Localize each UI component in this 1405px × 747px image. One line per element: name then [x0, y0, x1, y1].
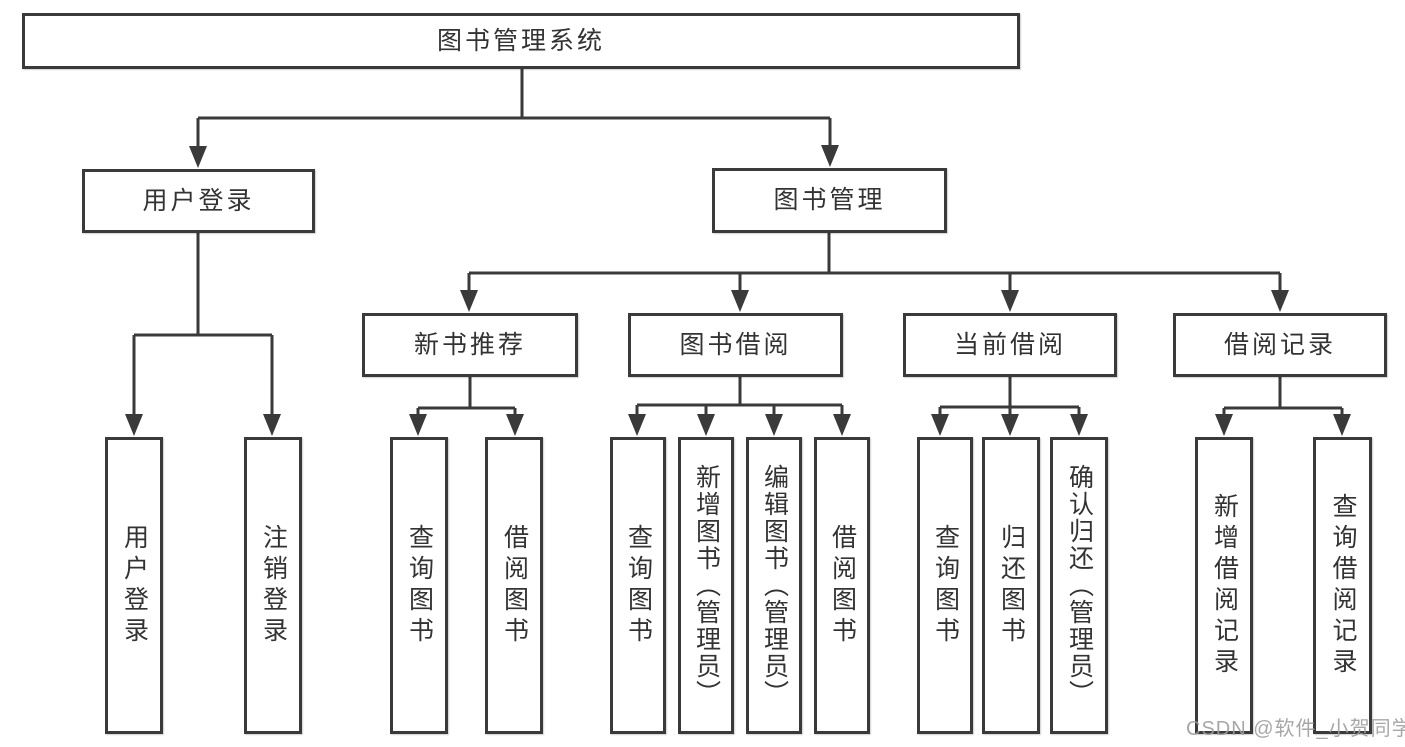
leaf-borrow-edit-books-admin-label: 编辑图书（管理员） [760, 464, 789, 707]
leaf-records-add-record: 新增借阅记录 [1195, 437, 1253, 734]
leaf-current-confirm-return-admin-label: 确认归还（管理员） [1065, 464, 1094, 707]
node-new-book-recommend: 新书推荐 [362, 313, 578, 377]
node-borrow-records: 借阅记录 [1173, 313, 1387, 377]
leaf-recommend-borrow-books: 借阅图书 [485, 437, 543, 734]
leaf-user-login: 用户登录 [105, 437, 163, 734]
node-user-login: 用户登录 [82, 169, 315, 233]
node-current-borrow: 当前借阅 [903, 313, 1117, 377]
leaf-records-query-record-label: 查询借阅记录 [1329, 492, 1357, 679]
node-new-book-recommend-label: 新书推荐 [413, 330, 526, 359]
leaf-records-add-record-label: 新增借阅记录 [1210, 492, 1239, 679]
leaf-logout: 注销登录 [244, 437, 302, 734]
leaf-borrow-borrow-books: 借阅图书 [814, 437, 870, 734]
node-borrow-records-label: 借阅记录 [1223, 330, 1336, 359]
connector-book-management [460, 233, 1289, 312]
node-book-management-label: 图书管理 [773, 186, 886, 214]
leaf-borrow-add-books-admin: 新增图书（管理员） [678, 437, 734, 734]
leaf-current-return-books-label: 归还图书 [997, 523, 1026, 648]
leaf-recommend-query-books: 查询图书 [390, 437, 448, 734]
leaf-current-return-books: 归还图书 [982, 437, 1040, 734]
leaf-current-query-books-label: 查询图书 [931, 523, 960, 648]
node-book-management: 图书管理 [712, 168, 947, 233]
node-current-borrow-label: 当前借阅 [953, 330, 1066, 359]
leaf-borrow-add-books-admin-label: 新增图书（管理员） [692, 464, 721, 707]
leaf-current-query-books: 查询图书 [917, 437, 973, 734]
leaf-recommend-borrow-books-label: 借阅图书 [500, 523, 529, 648]
leaf-borrow-query-books: 查询图书 [610, 437, 666, 734]
node-root-system: 图书管理系统 [22, 13, 1020, 69]
leaf-current-confirm-return-admin: 确认归还（管理员） [1050, 437, 1108, 734]
node-book-borrow: 图书借阅 [628, 313, 843, 377]
leaf-user-login-label: 用户登录 [120, 523, 149, 648]
connector-borrow-records [1215, 377, 1351, 436]
leaf-logout-label: 注销登录 [259, 523, 288, 648]
node-root-system-label: 图书管理系统 [436, 26, 605, 55]
connector-new-book-recommend [409, 377, 524, 436]
node-user-login-label: 用户登录 [142, 186, 255, 215]
connector-user-login [125, 233, 281, 436]
leaf-borrow-borrow-books-label: 借阅图书 [828, 523, 857, 648]
connector-book-borrow [628, 377, 851, 436]
connector-current-borrow [931, 377, 1088, 436]
leaf-recommend-query-books-label: 查询图书 [405, 523, 434, 648]
connector-root [189, 69, 839, 168]
node-book-borrow-label: 图书借阅 [679, 330, 792, 359]
leaf-borrow-query-books-label: 查询图书 [624, 523, 653, 648]
leaf-records-query-record: 查询借阅记录 [1313, 437, 1372, 734]
csdn-watermark: CSDN @软件_小贺同学 [1186, 718, 1405, 740]
leaf-borrow-edit-books-admin: 编辑图书（管理员） [746, 437, 802, 734]
